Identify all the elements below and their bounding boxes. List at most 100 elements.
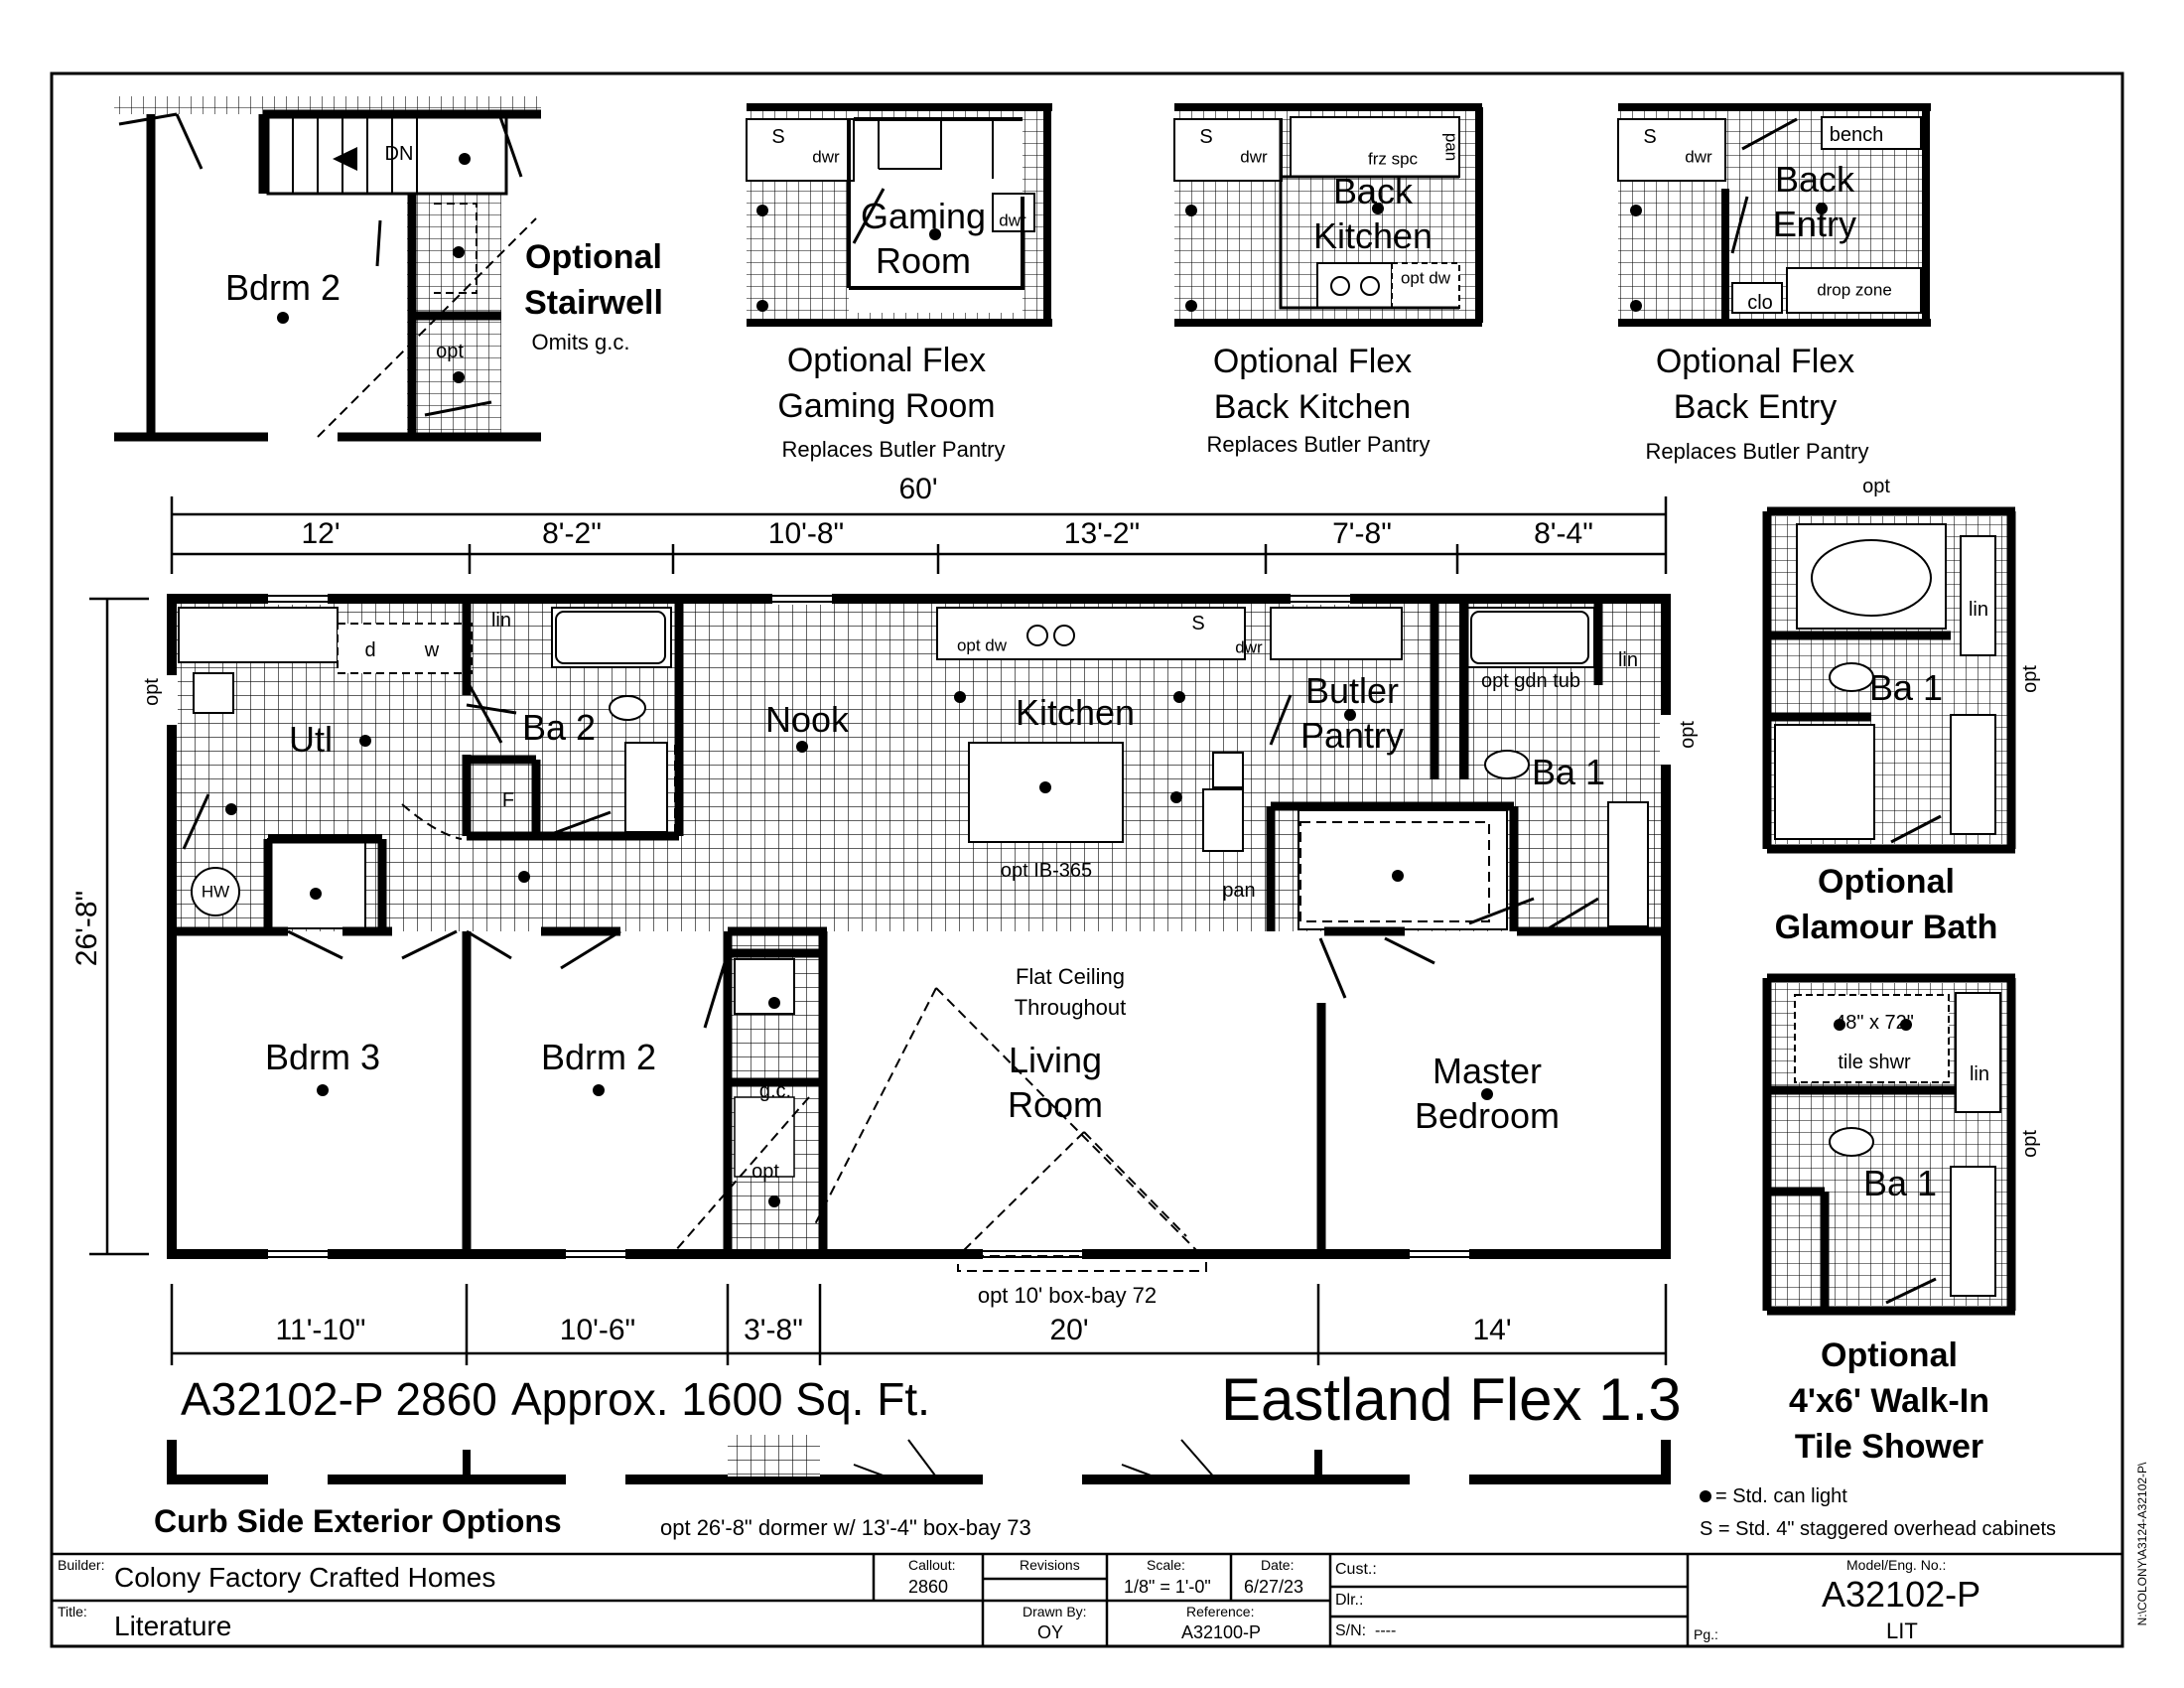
tb-builder: Colony Factory Crafted Homes bbox=[114, 1562, 496, 1593]
bottom-dim-2: 10'-6" bbox=[559, 1314, 636, 1346]
gaming-room-label: Gaming Room bbox=[860, 196, 987, 281]
inset-stairwell bbox=[114, 96, 541, 443]
room-kitchen: Kitchen bbox=[1015, 692, 1136, 733]
be-title: Optional Flex Back Entry bbox=[1655, 343, 1855, 426]
ws-ba-label: Ba 1 bbox=[1862, 1163, 1938, 1203]
gaming-s-label: S bbox=[771, 126, 785, 148]
model-number: A32102-P 2860 bbox=[181, 1373, 497, 1425]
label-dryer: d bbox=[364, 639, 376, 661]
bottom-dim-3: 3'-8" bbox=[744, 1314, 803, 1346]
top-dim-5: 7'-8" bbox=[1332, 517, 1392, 550]
label-gc: g.c. bbox=[758, 1080, 792, 1102]
bk-dwr-label: dwr bbox=[1240, 147, 1268, 167]
tb-pg: LIT bbox=[1886, 1618, 1918, 1643]
room-utl: Utl bbox=[289, 719, 333, 760]
bk-subtitle: Replaces Butler Pantry bbox=[1206, 432, 1431, 457]
bottom-dim-1: 11'-10" bbox=[275, 1314, 366, 1346]
can-lights bbox=[225, 691, 1493, 1207]
top-dim-6: 8'-4" bbox=[1534, 517, 1593, 550]
stair-dn-label: DN bbox=[384, 143, 414, 165]
label-lin-ba1: lin bbox=[1617, 649, 1639, 671]
ws-title: Optional 4'x6' Walk-In Tile Shower bbox=[1789, 1336, 1989, 1466]
gb-ba-label: Ba 1 bbox=[1868, 667, 1944, 708]
exterior-title: Curb Side Exterior Options bbox=[154, 1503, 562, 1539]
tb-reference-label: Reference: bbox=[1186, 1604, 1255, 1619]
be-subtitle: Replaces Butler Pantry bbox=[1645, 439, 1869, 464]
tb-scale: 1/8" = 1'-0" bbox=[1124, 1577, 1211, 1597]
exterior-dormer: opt 26'-8" dormer w/ 13'-4" box-bay 73 bbox=[660, 1515, 1031, 1540]
be-drop-label: drop zone bbox=[1817, 280, 1892, 300]
gb-opt-side: opt bbox=[2019, 665, 2041, 693]
tb-sn: ---- bbox=[1375, 1622, 1397, 1639]
tb-date-label: Date: bbox=[1261, 1557, 1295, 1573]
room-master: Master Bedroom bbox=[1414, 1051, 1561, 1136]
bottom-dimensions bbox=[170, 1284, 1668, 1365]
inset-glamour-bath bbox=[1762, 506, 2016, 854]
page-border bbox=[50, 71, 2124, 1648]
file-path: N:\COLONY\A3124-A32102-P\ bbox=[2135, 1462, 2149, 1626]
label-water-heater: HW bbox=[201, 882, 230, 902]
stair-opt-label: opt bbox=[436, 341, 464, 362]
be-dwr-label: dwr bbox=[1685, 147, 1712, 167]
tb-model: A32102-P bbox=[1822, 1574, 1981, 1615]
tb-scale-label: Scale: bbox=[1147, 1557, 1185, 1573]
label-flat-ceiling: Flat Ceiling Throughout bbox=[1014, 964, 1127, 1020]
model-name: Eastland Flex 1.3 bbox=[1221, 1366, 1682, 1433]
top-dim-3: 10'-8" bbox=[767, 517, 845, 550]
label-opt-right: opt bbox=[1677, 721, 1699, 749]
room-area-master bbox=[1324, 933, 1666, 1253]
room-butler-pantry: Butler Pantry bbox=[1299, 670, 1405, 756]
label-sink-cabinet: S bbox=[1191, 613, 1205, 634]
tb-builder-label: Builder: bbox=[58, 1557, 105, 1573]
be-bench-label: bench bbox=[1829, 124, 1884, 146]
room-nook: Nook bbox=[764, 699, 850, 740]
label-dwr: dwr bbox=[1235, 637, 1263, 657]
bk-pan-label: pan bbox=[1441, 132, 1461, 162]
inset-gaming bbox=[746, 103, 1052, 327]
tb-title: Literature bbox=[114, 1611, 232, 1641]
label-pantry: pan bbox=[1222, 880, 1256, 902]
square-footage: Approx. 1600 Sq. Ft. bbox=[511, 1373, 930, 1425]
be-s-label: S bbox=[1643, 126, 1657, 148]
left-dimension bbox=[89, 597, 149, 1256]
gaming-dwr-label: dwr bbox=[812, 147, 840, 167]
bottom-dim-5: 14' bbox=[1472, 1314, 1512, 1346]
bk-room-label: Back Kitchen bbox=[1312, 171, 1433, 256]
overall-width-dim: 60' bbox=[898, 473, 938, 505]
label-opt-left: opt bbox=[141, 678, 163, 706]
tb-cust-label: Cust.: bbox=[1335, 1561, 1377, 1578]
room-ba2: Ba 2 bbox=[521, 707, 597, 748]
tb-drawn-by: OY bbox=[1037, 1622, 1064, 1642]
inset-back-entry bbox=[1617, 103, 1931, 327]
tb-model-label: Model/Eng. No.: bbox=[1846, 1557, 1947, 1573]
label-box-bay: opt 10' box-bay 72 bbox=[977, 1283, 1158, 1308]
top-dim-1: 12' bbox=[301, 517, 341, 550]
gaming-dwr2-label: dwr bbox=[999, 211, 1026, 230]
label-furnace: F bbox=[501, 789, 515, 811]
title-block-grid bbox=[52, 1552, 2122, 1646]
inset-walk-in-shower bbox=[1762, 973, 2016, 1316]
bk-title: Optional Flex Back Kitchen bbox=[1212, 343, 1413, 426]
inset-back-kitchen bbox=[1173, 103, 1483, 327]
gaming-subtitle: Replaces Butler Pantry bbox=[781, 437, 1006, 462]
label-lin-ba2: lin bbox=[490, 610, 512, 632]
label-opt-closet: opt bbox=[751, 1161, 779, 1183]
top-dim-2: 8'-2" bbox=[542, 517, 602, 550]
stair-title: Optional Stairwell bbox=[524, 238, 663, 322]
room-ba1: Ba 1 bbox=[1531, 752, 1606, 792]
legend-can-light-icon bbox=[1700, 1490, 1711, 1502]
label-opt-island: opt IB-365 bbox=[1000, 860, 1093, 882]
top-dim-4: 13'-2" bbox=[1063, 517, 1141, 550]
gb-lin-label: lin bbox=[1968, 599, 1989, 621]
bk-s-label: S bbox=[1199, 126, 1213, 148]
room-area-living bbox=[820, 933, 1318, 1253]
be-room-label: Back Entry bbox=[1772, 159, 1857, 244]
ws-tile-label: tile shwr bbox=[1838, 1052, 1911, 1073]
room-bdrm2: Bdrm 2 bbox=[540, 1037, 657, 1077]
tb-callout: 2860 bbox=[908, 1577, 949, 1597]
tb-callout-label: Callout: bbox=[908, 1557, 956, 1573]
tb-title-label: Title: bbox=[58, 1604, 87, 1619]
ws-opt-side: opt bbox=[2019, 1130, 2041, 1158]
ws-lin-label: lin bbox=[1969, 1063, 1990, 1085]
tb-reference: A32100-P bbox=[1181, 1622, 1262, 1642]
